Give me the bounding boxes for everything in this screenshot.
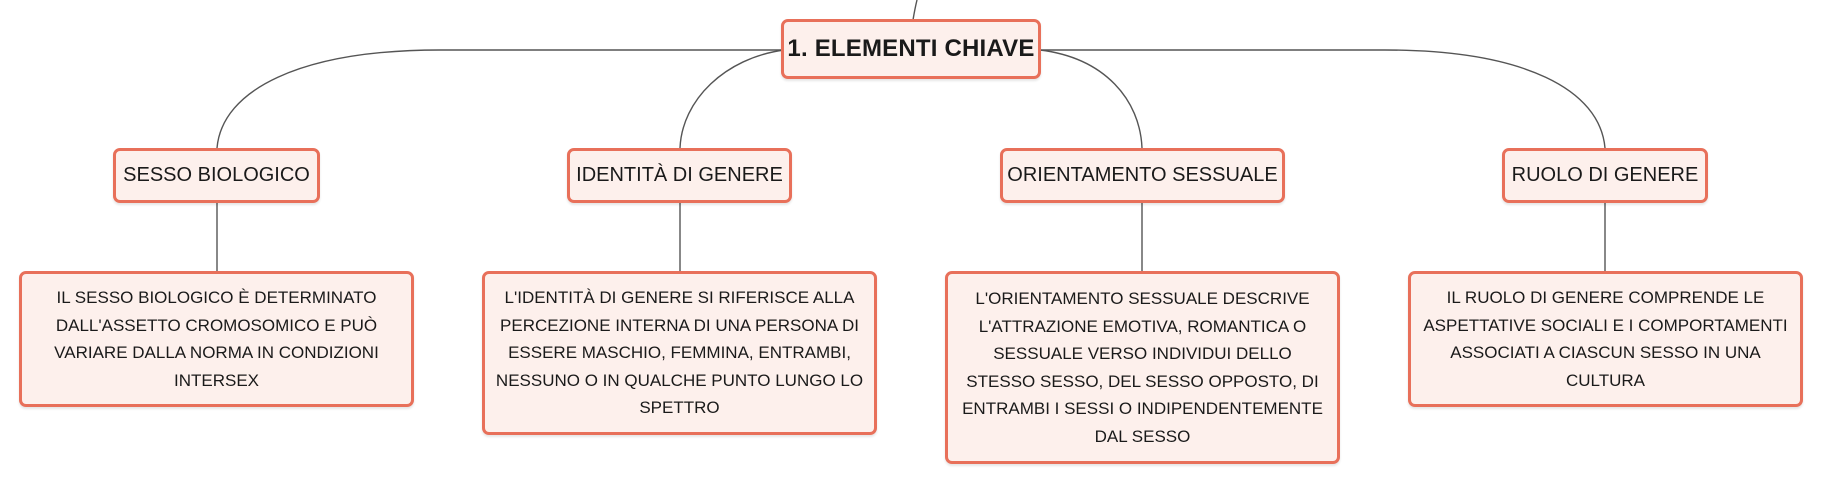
node-ruolo-di-genere-label: RUOLO DI GENERE <box>1511 164 1699 186</box>
connector-root-to-sesso-biologico <box>216 49 784 149</box>
root-node-label: 1. ELEMENTI CHIAVE <box>787 35 1035 62</box>
desc-identita-di-genere[interactable]: L'IDENTITÀ DI GENERE SI RIFERISCE ALLA P… <box>482 271 877 435</box>
desc-sesso-biologico-text: IL SESSO BIOLOGICO È DETERMINATO DALL'AS… <box>54 288 379 390</box>
node-orientamento-sessuale-label: ORIENTAMENTO SESSUALE <box>1007 164 1278 186</box>
node-ruolo-di-genere[interactable]: RUOLO DI GENERE <box>1502 148 1708 203</box>
desc-ruolo-di-genere-text: IL RUOLO DI GENERE COMPRENDE LE ASPETTAT… <box>1423 288 1788 390</box>
node-sesso-biologico[interactable]: SESSO BIOLOGICO <box>113 148 320 203</box>
parent-connector <box>912 0 918 21</box>
connector-root-to-ruolo-di-genere <box>1040 49 1606 149</box>
desc-ruolo-di-genere[interactable]: IL RUOLO DI GENERE COMPRENDE LE ASPETTAT… <box>1408 271 1803 407</box>
node-orientamento-sessuale[interactable]: ORIENTAMENTO SESSUALE <box>1000 148 1285 203</box>
desc-orientamento-sessuale-text: L'ORIENTAMENTO SESSUALE DESCRIVE L'ATTRA… <box>962 289 1323 446</box>
connector-root-to-identita-di-genere <box>679 49 785 149</box>
node-identita-di-genere[interactable]: IDENTITÀ DI GENERE <box>567 148 792 203</box>
desc-sesso-biologico[interactable]: IL SESSO BIOLOGICO È DETERMINATO DALL'AS… <box>19 271 414 407</box>
desc-orientamento-sessuale[interactable]: L'ORIENTAMENTO SESSUALE DESCRIVE L'ATTRA… <box>945 271 1340 464</box>
node-sesso-biologico-label: SESSO BIOLOGICO <box>123 164 310 186</box>
node-identita-di-genere-label: IDENTITÀ DI GENERE <box>576 164 783 186</box>
desc-identita-di-genere-text: L'IDENTITÀ DI GENERE SI RIFERISCE ALLA P… <box>495 288 864 418</box>
root-node[interactable]: 1. ELEMENTI CHIAVE <box>781 19 1041 79</box>
connector-root-to-orientamento-sessuale <box>1039 49 1143 149</box>
